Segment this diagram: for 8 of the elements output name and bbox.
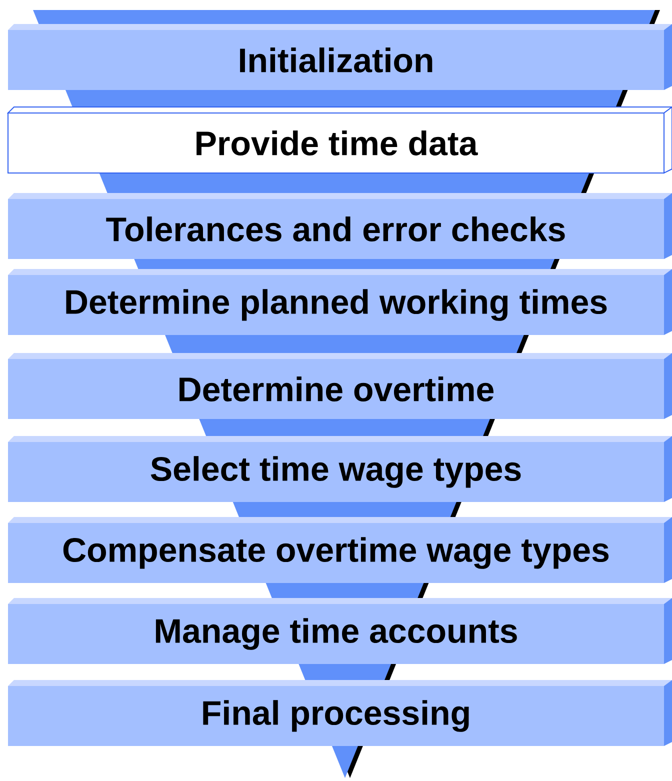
process-bar: Manage time accounts: [8, 598, 672, 664]
process-bar: Determine planned working times: [8, 269, 672, 335]
process-bar: Compensate overtime wage types: [8, 517, 672, 583]
process-bar: Select time wage types: [8, 436, 672, 502]
process-bar: Determine overtime: [8, 353, 672, 419]
process-bar: Final processing: [8, 680, 672, 746]
process-bar: Initialization: [8, 24, 672, 90]
process-bar: Tolerances and error checks: [8, 193, 672, 259]
